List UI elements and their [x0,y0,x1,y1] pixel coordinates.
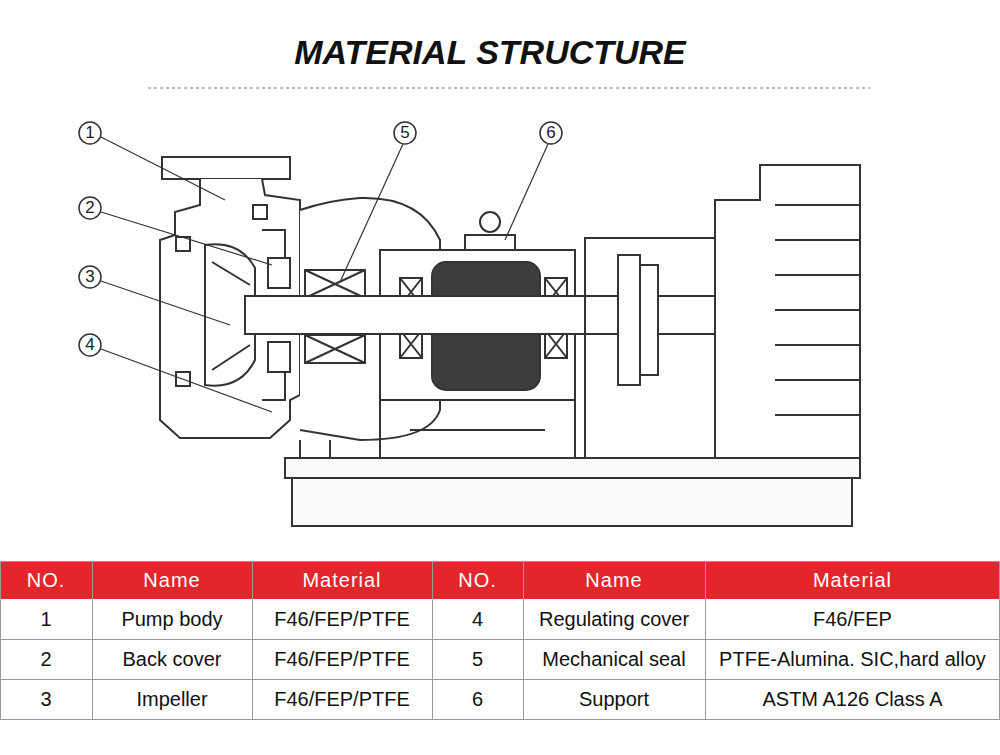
bearing-cross [305,270,365,298]
lift-base [465,235,515,250]
table-cell: Support [526,681,702,717]
callout-circle [79,197,101,219]
leader-line [101,349,272,412]
callout-number: 3 [80,266,100,288]
table-cell: 1 [3,601,89,637]
table-header-bar [0,561,1000,599]
table-header: Name [95,563,249,597]
coupling [618,255,640,385]
callout-number: 4 [80,334,100,356]
bearing [305,335,365,363]
table-header: Material [708,563,997,597]
callout-circle [540,122,562,144]
table-cell: PTFE-Alumina. SIC,hard alloy [708,641,997,677]
table-header: NO. [435,563,520,597]
coupling [640,265,658,375]
callout-circle [79,334,101,356]
foot [300,440,330,458]
table-col-line [93,561,706,719]
callout-circle [79,266,101,288]
bearing [305,270,365,298]
table-cell: 2 [3,641,89,677]
table-cell: 6 [435,681,520,717]
bolt [253,205,267,219]
callout-number: 5 [395,122,415,144]
callout-circle [394,122,416,144]
lift-eye [480,212,500,232]
table-cell: Mechanical seal [526,641,702,677]
motor [715,165,860,458]
table-cell: 4 [435,601,520,637]
leader-lines [101,137,548,412]
flange [162,157,290,179]
callouts [79,122,562,356]
table-cell: F46/FEP/PTFE [255,601,429,637]
base-plate [285,458,860,478]
title-rule [148,88,870,89]
motor-fins [775,205,860,415]
table-cell: Impeller [95,681,249,717]
table-row-line [0,640,1000,680]
callout-number: 6 [541,122,561,144]
table-cell: F46/FEP/PTFE [255,641,429,677]
seal [268,342,290,372]
callout-number: 1 [80,122,100,144]
table-cell: Regulating cover [526,601,702,637]
table-border [1,562,1000,720]
leader-line [101,137,225,200]
table-header: NO. [3,563,89,597]
table-cell: ASTM A126 Class A [708,681,997,717]
table-grid [0,561,1000,720]
bearing-cross [305,335,365,363]
table-cell: F46/FEP [708,601,997,637]
seal [268,258,290,288]
leader-line [505,144,548,240]
table-header: Material [255,563,429,597]
leader-line [101,281,230,325]
pump-drawing [160,157,860,526]
page-title: MATERIAL STRUCTURE [190,28,790,76]
table-cell: Back cover [95,641,249,677]
leader-line [340,144,403,282]
support-leg [380,400,575,458]
table-cell: 5 [435,641,520,677]
table-header: Name [526,563,702,597]
base-frame [292,478,852,526]
leader-line [101,212,272,265]
table-cell: 3 [3,681,89,717]
callout-circle [79,122,101,144]
table-cell: Pump body [95,601,249,637]
callout-number: 2 [80,197,100,219]
coupling-guard [585,238,715,458]
table-cell: F46/FEP/PTFE [255,681,429,717]
